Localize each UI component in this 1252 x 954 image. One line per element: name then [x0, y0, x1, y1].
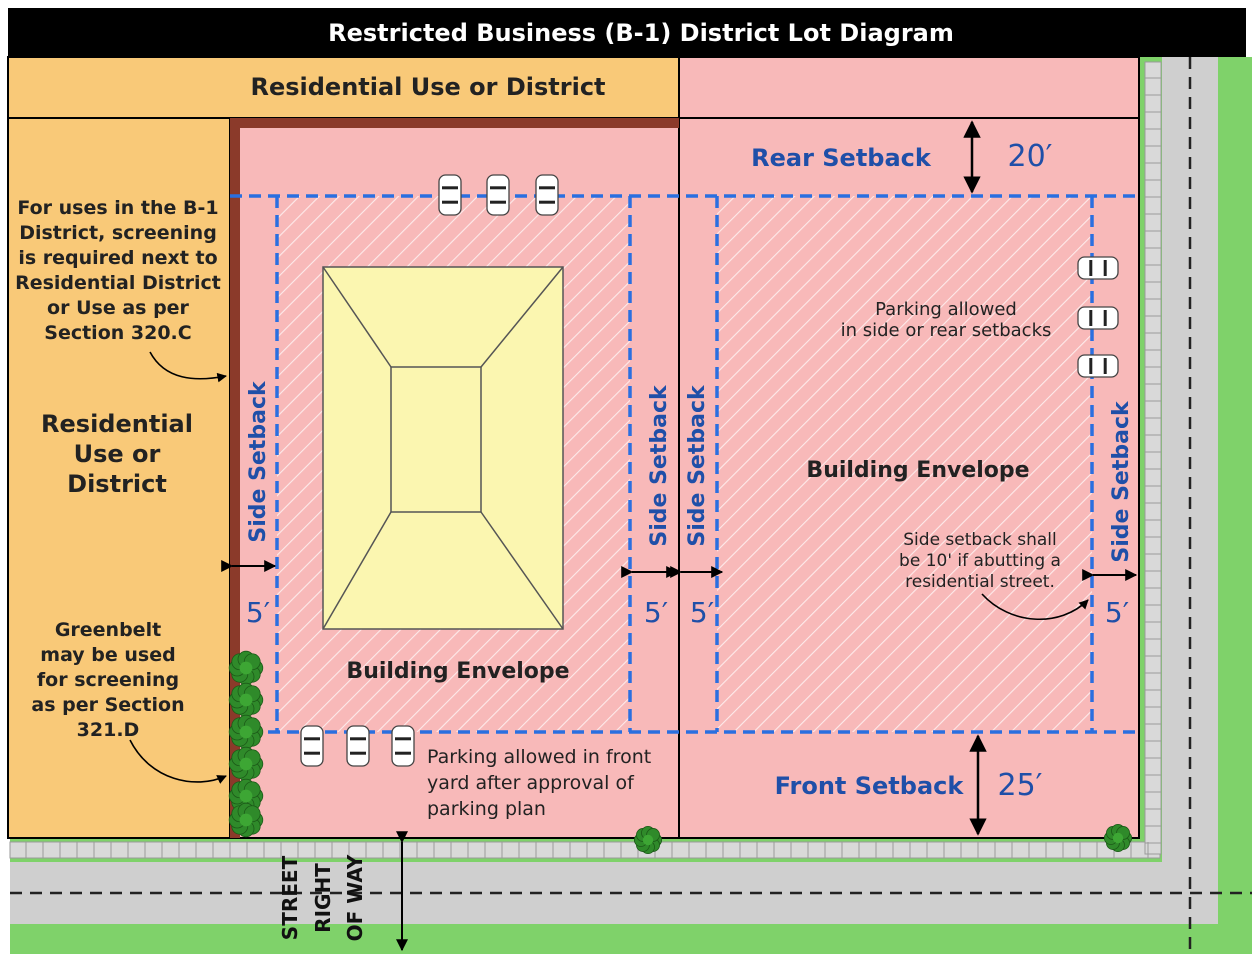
shrub-icon: [239, 661, 253, 675]
residential-left-label-line: District: [67, 470, 167, 498]
street-row-line: RIGHT: [311, 863, 335, 933]
screening-note-line: For uses in the B-1: [17, 197, 218, 219]
building-footprint: [322, 266, 564, 630]
parking-front-note-line: yard after approval of: [427, 772, 635, 794]
residential-left-label-line: Use or: [74, 440, 161, 468]
corner-leader: [981, 593, 1089, 620]
parking-front-note-line: Parking allowed in front: [427, 746, 651, 768]
building-envelope-label-right: Building Envelope: [806, 458, 1029, 483]
front-setback-value: 25′: [998, 768, 1043, 803]
screening-leader: [149, 351, 227, 383]
car-icon: [486, 174, 510, 216]
title-bar: [8, 8, 1246, 57]
shrub-icon: [239, 757, 253, 771]
setback-lines: [230, 194, 1139, 734]
grass-bottom: [10, 924, 1252, 954]
rear-setback-label: Rear Setback: [751, 144, 932, 172]
screening-note-line: Residential District: [15, 272, 221, 294]
shrub-icon: [239, 725, 253, 739]
greenbelt-note-line: 321.D: [77, 719, 140, 741]
parking-front-note-line: parking plan: [427, 798, 546, 820]
sidewalk-joints: [25, 77, 1161, 858]
shrub-icon: [239, 693, 253, 707]
parking-side-note-line: Parking allowed: [875, 299, 1017, 320]
side-setback-label-2: Side Setback: [647, 384, 672, 547]
screening-note-line: or Use as per: [47, 297, 190, 319]
street-row-line: STREET: [278, 855, 302, 940]
shrub-icon: [1112, 832, 1124, 844]
greenbelt-note-line: for screening: [37, 669, 179, 691]
side-setback-label-3: Side Setback: [685, 384, 710, 547]
greenbelt-shrubs: [228, 650, 1133, 855]
screening-note-line: District, screening: [19, 222, 217, 244]
parking-side-note-line: in side or rear setbacks: [841, 320, 1052, 341]
greenbelt-leader: [129, 739, 227, 784]
greenbelt-note-line: may be used: [40, 644, 175, 666]
car-icon: [300, 725, 324, 767]
screening-note-line: Section 320.C: [44, 322, 191, 344]
building-envelope-right: [717, 196, 1092, 732]
residential-left-label-line: Residential: [41, 410, 193, 438]
greenbelt-note: Greenbelt may be used for screening as per …: [31, 619, 184, 741]
side-setback-arrows: [221, 560, 1138, 581]
side-setback-value-2: 5′: [644, 596, 668, 629]
shrub-icon: [642, 834, 654, 846]
sidewalk-right: [1144, 61, 1162, 855]
car-icon: [535, 174, 559, 216]
parking-cars: [300, 174, 1119, 767]
side-setback-value-4: 5′: [1105, 596, 1129, 629]
residential-top-label: Residential Use or District: [250, 73, 605, 101]
street-row-line: OF WAY: [343, 854, 367, 941]
car-icon: [391, 725, 415, 767]
side-setback-value-1: 5′: [246, 596, 270, 629]
car-icon: [1077, 354, 1119, 378]
sidewalk-bottom: [9, 841, 1161, 859]
greenbelt-note-line: Greenbelt: [55, 619, 161, 641]
shrub-icon: [239, 789, 253, 803]
parking-front-note: Parking allowed in front yard after appro…: [427, 746, 651, 820]
screening-wall-top: [230, 118, 679, 128]
greenbelt-note-line: as per Section: [31, 694, 184, 716]
neighbor-lot-top: [678, 56, 1140, 119]
car-icon: [1077, 306, 1119, 330]
side-setback-value-3: 5′: [690, 596, 714, 629]
car-icon: [346, 725, 370, 767]
car-icon: [1077, 256, 1119, 280]
page-title: Restricted Business (B-1) District Lot D…: [328, 19, 954, 47]
rear-setback-value: 20′: [1008, 139, 1053, 174]
front-setback-label: Front Setback: [775, 772, 965, 800]
building-envelope-label-left: Building Envelope: [346, 659, 569, 684]
car-icon: [438, 174, 462, 216]
side-setback-label-1: Side Setback: [246, 380, 271, 543]
corner-note-line: residential street.: [905, 572, 1055, 592]
side-setback-label-4: Side Setback: [1109, 400, 1134, 563]
corner-note-line: Side setback shall: [903, 530, 1056, 550]
screening-note-line: is required next to: [18, 247, 217, 269]
screening-wall-side: [230, 118, 240, 838]
corner-note-line: be 10' if abutting a: [899, 551, 1061, 571]
shrub-icon: [239, 813, 253, 827]
residential-left-zone: [7, 117, 231, 839]
